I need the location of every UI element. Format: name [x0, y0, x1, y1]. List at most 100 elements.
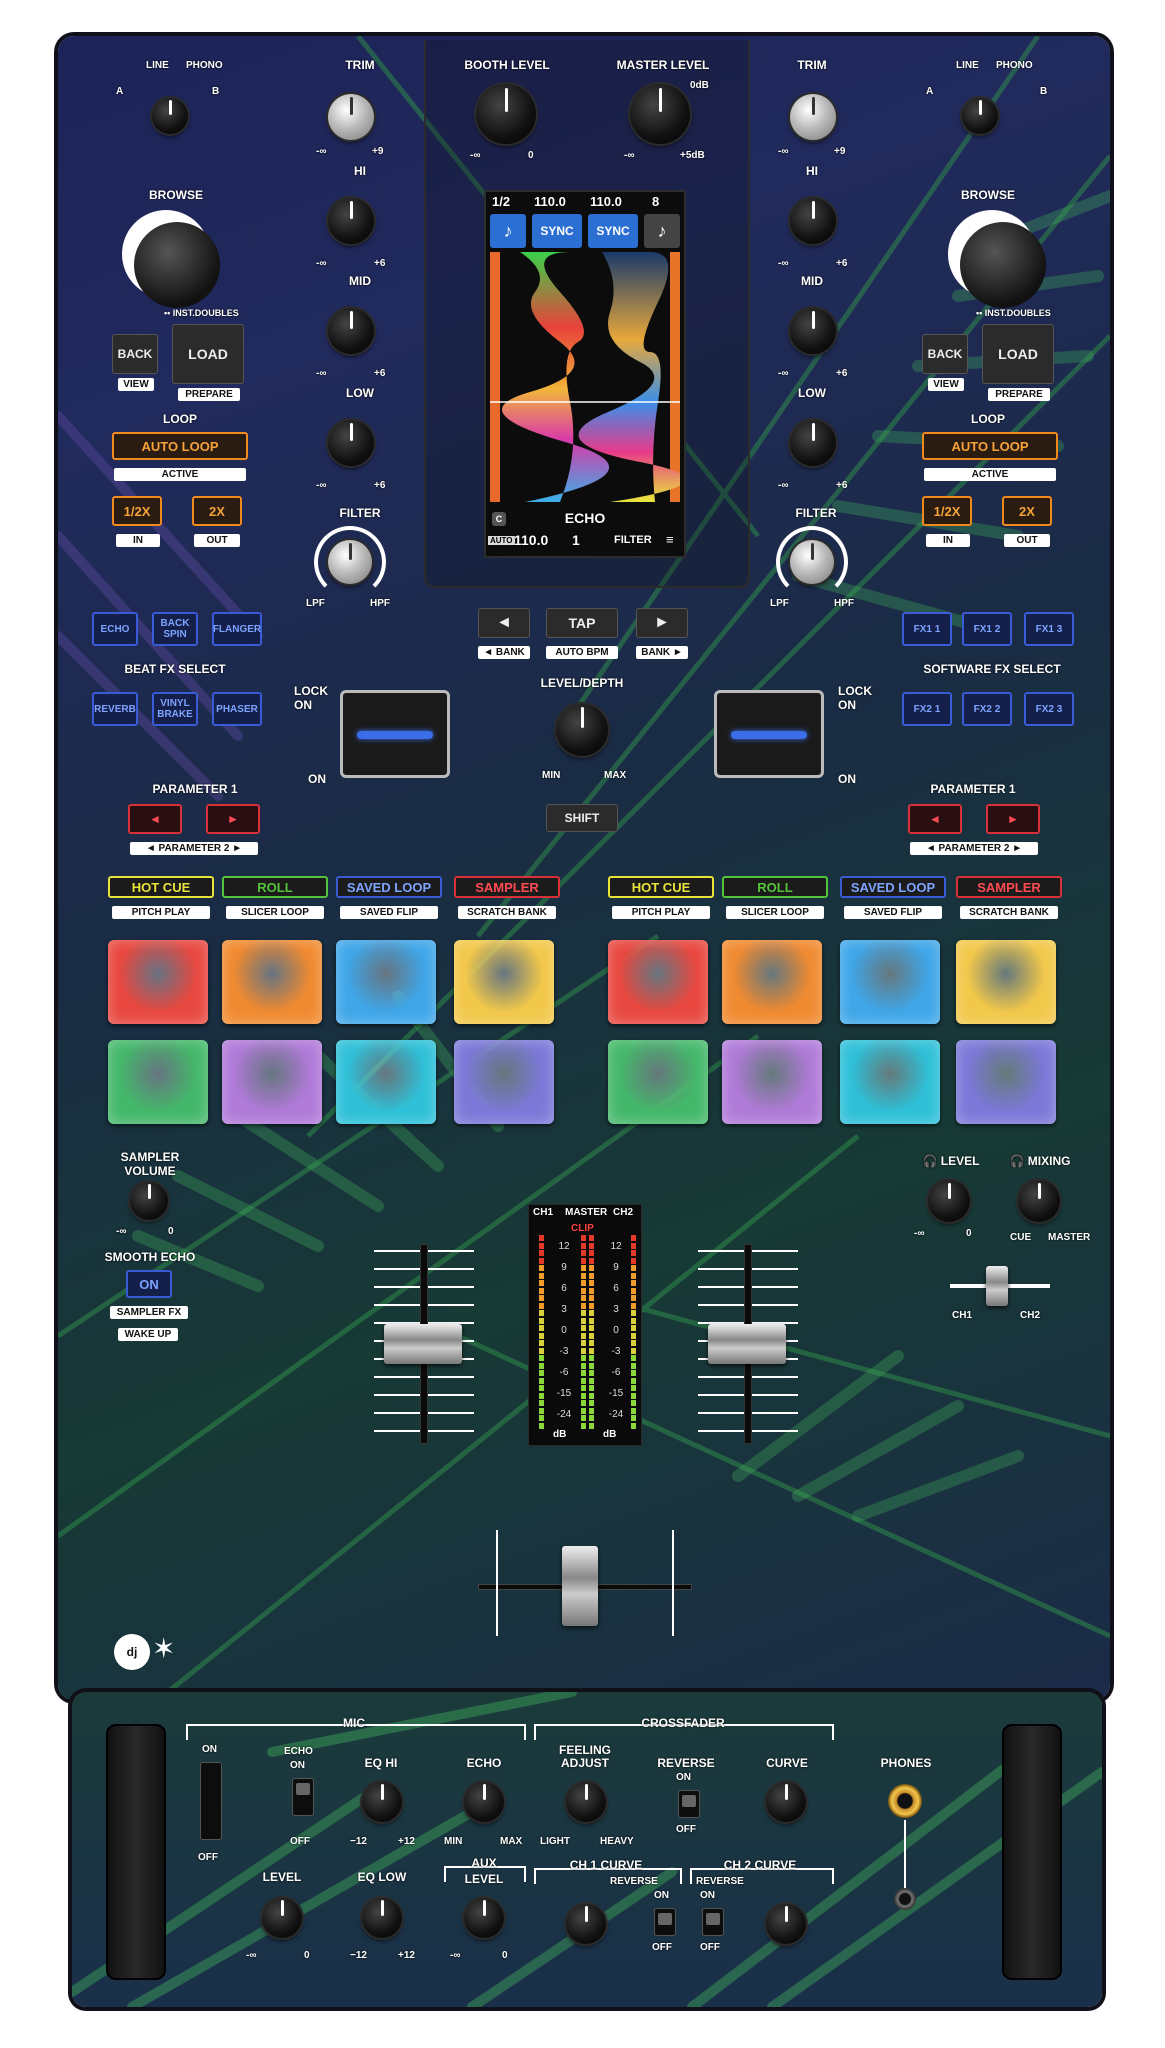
mic-eq-low-knob[interactable] [362, 1898, 402, 1938]
right-half-x-button[interactable]: 1/2X [922, 496, 972, 526]
left-back-button[interactable]: BACK [112, 334, 158, 374]
right-filter-knob[interactable] [790, 540, 834, 584]
right-auto-loop-button[interactable]: AUTO LOOP [922, 432, 1058, 460]
screen-c-badge[interactable]: C [492, 512, 506, 526]
left-filter-knob[interactable] [328, 540, 372, 584]
left-low-knob[interactable] [328, 420, 374, 466]
right-parameter-minus-button[interactable]: ◄ [908, 804, 962, 834]
beat-fx-flanger-button[interactable]: FLANGER [212, 612, 262, 646]
level-depth-knob[interactable] [556, 704, 608, 756]
touch-display[interactable]: 1/2 110.0 110.0 8 ♪ SYNC SYNC ♪ ECHO C A… [484, 190, 686, 558]
right-pad-1[interactable] [608, 940, 708, 1024]
beat-fx-next-button[interactable]: ► [636, 608, 688, 638]
left-pad-8[interactable] [454, 1040, 554, 1124]
right-back-button[interactable]: BACK [922, 334, 968, 374]
beat-fx-echo-button[interactable]: ECHO [92, 612, 138, 646]
right-hi-knob[interactable] [790, 198, 836, 244]
left-channel-fader-start-lever[interactable] [340, 690, 450, 778]
left-roll-button[interactable]: ROLL [222, 876, 328, 898]
left-pad-2[interactable] [222, 940, 322, 1024]
ch2-reverse-switch[interactable] [702, 1908, 724, 1936]
software-fx1-3-button[interactable]: FX1 3 [1024, 612, 1074, 646]
left-parameter-minus-button[interactable]: ◄ [128, 804, 182, 834]
booth-level-knob[interactable] [476, 84, 536, 144]
crossfader-cap[interactable] [562, 1546, 598, 1626]
right-sampler-button[interactable]: SAMPLER [956, 876, 1062, 898]
left-hi-knob[interactable] [328, 198, 374, 244]
ch2-curve-knob[interactable] [766, 1904, 806, 1944]
left-two-x-button[interactable]: 2X [192, 496, 242, 526]
left-browse-knob[interactable] [122, 210, 220, 308]
right-roll-button[interactable]: ROLL [722, 876, 828, 898]
right-pad-8[interactable] [956, 1040, 1056, 1124]
screen-sync-right-button[interactable]: SYNC [588, 214, 638, 248]
right-pad-3[interactable] [840, 940, 940, 1024]
phones-quarter-inch-jack[interactable] [888, 1784, 922, 1818]
screen-key-sync-left-icon[interactable]: ♪ [490, 214, 526, 248]
phones-mini-jack[interactable] [894, 1888, 916, 1910]
beat-fx-prev-button[interactable]: ◄ [478, 608, 530, 638]
sampler-volume-knob[interactable] [130, 1182, 168, 1220]
software-fx1-1-button[interactable]: FX1 1 [902, 612, 952, 646]
left-load-button[interactable]: LOAD [172, 324, 244, 384]
right-load-button[interactable]: LOAD [982, 324, 1054, 384]
right-pad-4[interactable] [956, 940, 1056, 1024]
mic-eq-hi-knob[interactable] [362, 1782, 402, 1822]
right-pad-7[interactable] [840, 1040, 940, 1124]
left-pad-3[interactable] [336, 940, 436, 1024]
software-fx2-3-button[interactable]: FX2 3 [1024, 692, 1074, 726]
beat-fx-vinyl-brake-button[interactable]: VINYL BRAKE [152, 692, 198, 726]
left-half-x-button[interactable]: 1/2X [112, 496, 162, 526]
right-channel-fader-start-lever[interactable] [714, 690, 824, 778]
right-browse-knob[interactable] [948, 210, 1046, 308]
right-pad-2[interactable] [722, 940, 822, 1024]
left-mid-knob[interactable] [328, 308, 374, 354]
cue-crossfader-cap[interactable] [986, 1266, 1008, 1306]
left-hot-cue-button[interactable]: HOT CUE [108, 876, 214, 898]
mic-on-off-switch[interactable] [200, 1762, 222, 1840]
right-low-knob[interactable] [790, 420, 836, 466]
left-pad-5[interactable] [108, 1040, 208, 1124]
left-sampler-button[interactable]: SAMPLER [454, 876, 560, 898]
aux-level-knob[interactable] [464, 1898, 504, 1938]
right-parameter-plus-button[interactable]: ► [986, 804, 1040, 834]
left-pad-6[interactable] [222, 1040, 322, 1124]
left-parameter-plus-button[interactable]: ► [206, 804, 260, 834]
left-pad-1[interactable] [108, 940, 208, 1024]
left-auto-loop-button[interactable]: AUTO LOOP [112, 432, 248, 460]
right-pad-6[interactable] [722, 1040, 822, 1124]
ch1-reverse-switch[interactable] [654, 1908, 676, 1936]
right-two-x-button[interactable]: 2X [1002, 496, 1052, 526]
right-mid-knob[interactable] [790, 308, 836, 354]
right-trim-knob[interactable] [790, 94, 836, 140]
headphone-mixing-knob[interactable] [1018, 1180, 1060, 1222]
beat-fx-back-spin-button[interactable]: BACK SPIN [152, 612, 198, 646]
headphone-level-knob[interactable] [928, 1180, 970, 1222]
left-pad-7[interactable] [336, 1040, 436, 1124]
feeling-adjust-knob[interactable] [566, 1782, 606, 1822]
mic-level-knob[interactable] [262, 1898, 302, 1938]
mic-echo-switch[interactable] [292, 1778, 314, 1816]
smooth-echo-on-button[interactable]: ON [126, 1270, 172, 1298]
right-hot-cue-button[interactable]: HOT CUE [608, 876, 714, 898]
left-pad-4[interactable] [454, 940, 554, 1024]
right-channel-fader-cap[interactable] [708, 1324, 786, 1364]
mic-echo-level-knob[interactable] [464, 1782, 504, 1822]
tap-button[interactable]: TAP [546, 608, 618, 638]
software-fx2-2-button[interactable]: FX2 2 [962, 692, 1012, 726]
crossfader-curve-knob[interactable] [766, 1782, 806, 1822]
right-pad-5[interactable] [608, 1040, 708, 1124]
software-fx2-1-button[interactable]: FX2 1 [902, 692, 952, 726]
left-saved-loop-button[interactable]: SAVED LOOP [336, 876, 442, 898]
software-fx1-2-button[interactable]: FX1 2 [962, 612, 1012, 646]
ch1-curve-knob[interactable] [566, 1904, 606, 1944]
crossfader-reverse-switch[interactable] [678, 1790, 700, 1818]
left-trim-knob[interactable] [328, 94, 374, 140]
right-saved-loop-button[interactable]: SAVED LOOP [840, 876, 946, 898]
right-input-selector-knob[interactable] [962, 98, 998, 134]
master-level-knob[interactable] [630, 84, 690, 144]
left-input-selector-knob[interactable] [152, 98, 188, 134]
left-channel-fader-cap[interactable] [384, 1324, 462, 1364]
shift-button[interactable]: SHIFT [546, 804, 618, 832]
screen-key-sync-right-icon[interactable]: ♪ [644, 214, 680, 248]
